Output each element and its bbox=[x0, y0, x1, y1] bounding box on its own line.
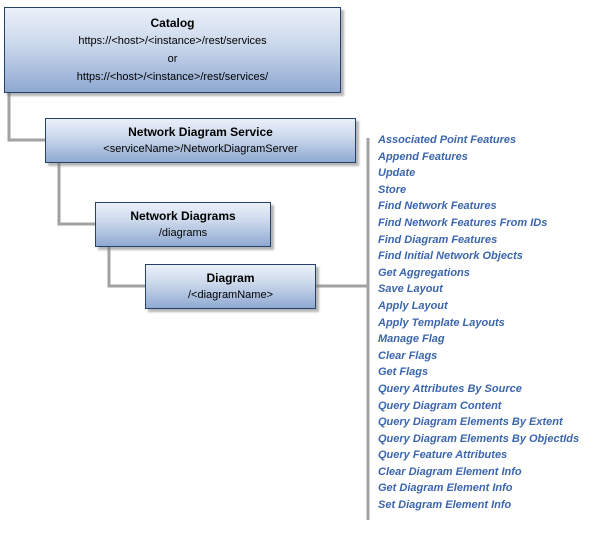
operation-link[interactable]: Get Diagram Element Info bbox=[378, 482, 513, 495]
operation-link[interactable]: Associated Point Features bbox=[378, 134, 517, 146]
operation-link[interactable]: Apply Layout bbox=[378, 299, 448, 312]
operation-link[interactable]: Query Attributes By Source bbox=[378, 382, 522, 395]
operation-link[interactable]: Store bbox=[378, 183, 407, 196]
operation-link[interactable]: Set Diagram Element Info bbox=[378, 499, 512, 512]
operation-link[interactable]: Find Diagram Features bbox=[378, 233, 498, 246]
catalog-url-1: https://<host>/<instance>/rest/services bbox=[78, 35, 267, 47]
operation-link[interactable]: Save Layout bbox=[378, 283, 443, 296]
diagram-path: /<diagramName> bbox=[188, 289, 273, 301]
diagrams-path: /diagrams bbox=[158, 227, 208, 239]
service-path: <serviceName>/NetworkDiagramServer bbox=[103, 143, 298, 155]
operation-link[interactable]: Apply Template Layouts bbox=[378, 316, 505, 329]
node-network-diagram-service: Network Diagram Service <serviceName>/Ne… bbox=[45, 118, 356, 163]
operation-link[interactable]: Clear Diagram Element Info bbox=[378, 465, 522, 478]
operation-link[interactable]: Query Feature Attributes bbox=[378, 449, 508, 462]
service-title: Network Diagram Service bbox=[128, 125, 273, 139]
operation-link[interactable]: Manage Flag bbox=[378, 333, 445, 346]
operation-link[interactable]: Query Diagram Elements By ObjectIds bbox=[378, 432, 580, 445]
diagram-title: Diagram bbox=[206, 271, 255, 285]
node-network-diagrams: Network Diagrams /diagrams bbox=[95, 202, 271, 247]
catalog-url-2: https://<host>/<instance>/rest/services/ bbox=[76, 71, 269, 83]
operation-link[interactable]: Query Diagram Content bbox=[378, 399, 502, 412]
operation-link[interactable]: Get Flags bbox=[378, 366, 429, 379]
operation-link[interactable]: Clear Flags bbox=[378, 349, 438, 362]
operation-link[interactable]: Update bbox=[378, 167, 416, 180]
operation-link[interactable]: Append Features bbox=[378, 150, 468, 163]
operation-link[interactable]: Query Diagram Elements By Extent bbox=[378, 416, 563, 429]
catalog-title: Catalog bbox=[150, 16, 195, 30]
catalog-or-label: or bbox=[167, 53, 178, 65]
operation-link[interactable]: Find Network Features bbox=[378, 200, 497, 213]
operation-link[interactable]: Find Network Features From IDs bbox=[378, 216, 548, 229]
node-diagram: Diagram /<diagramName> bbox=[145, 264, 316, 309]
diagrams-title: Network Diagrams bbox=[130, 209, 236, 223]
node-catalog: Catalog https://<host>/<instance>/rest/s… bbox=[4, 7, 341, 93]
operation-link[interactable]: Find Initial Network Objects bbox=[378, 250, 523, 263]
operation-link[interactable]: Get Aggregations bbox=[378, 266, 470, 279]
